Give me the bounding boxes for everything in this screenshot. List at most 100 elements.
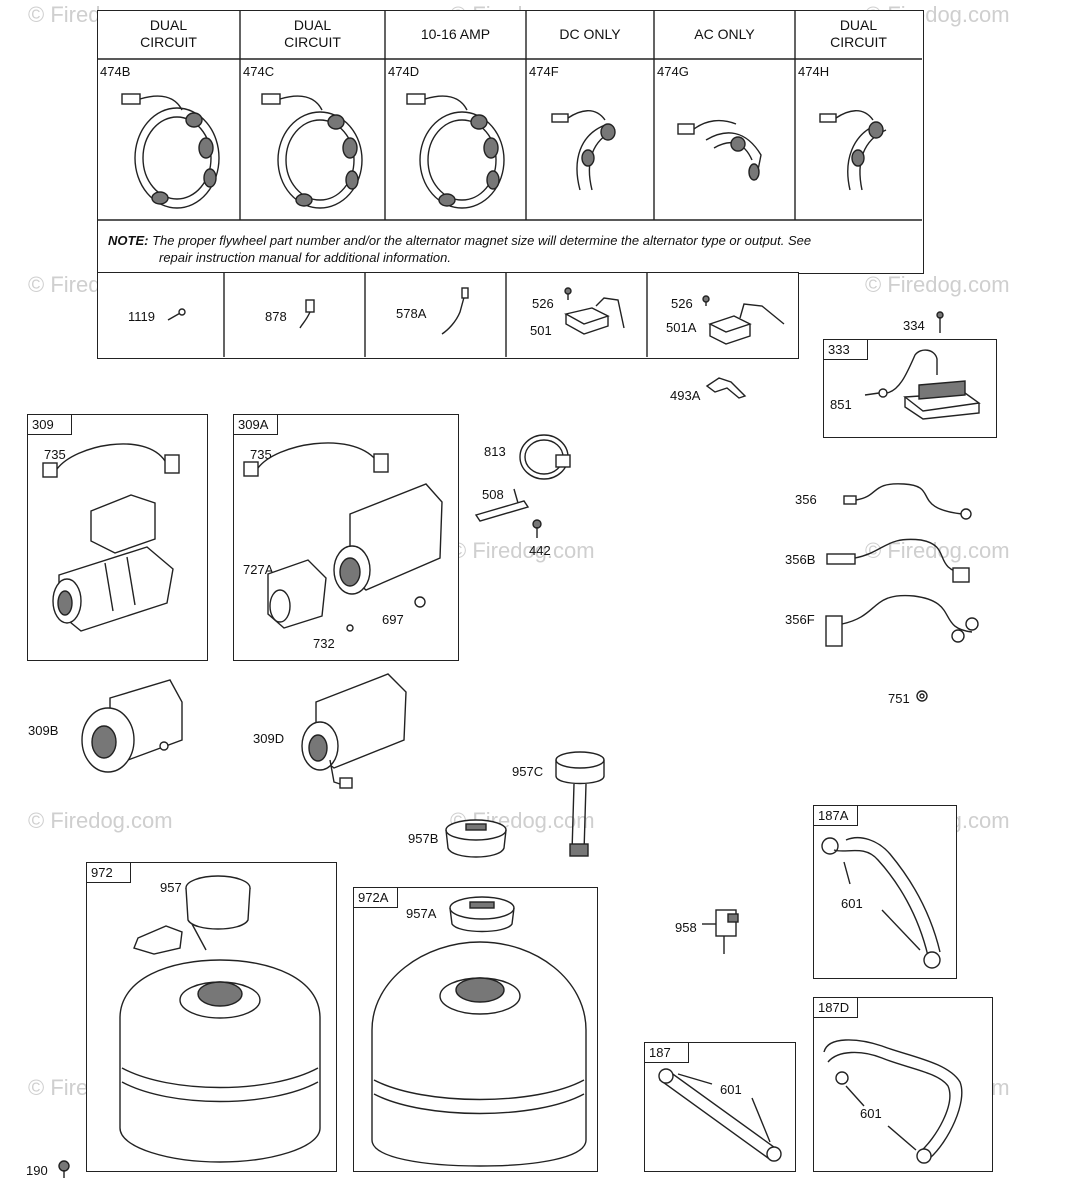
hose-clamp-illustration bbox=[519, 434, 571, 480]
part-number: 474F bbox=[529, 64, 559, 79]
part-number: 813 bbox=[484, 444, 506, 459]
box-tag: 309 bbox=[28, 415, 72, 435]
part-number: 957A bbox=[406, 906, 437, 921]
alternator-header: DUAL CIRCUIT bbox=[140, 17, 197, 50]
washer-illustration bbox=[916, 690, 928, 702]
box-tag: 187 bbox=[645, 1043, 689, 1063]
screw-illustration bbox=[532, 519, 542, 538]
part-number: 601 bbox=[860, 1106, 882, 1121]
part-number: 309D bbox=[253, 731, 285, 746]
fuel-cap-illustration bbox=[445, 819, 507, 858]
fuel-tank-illustration bbox=[119, 875, 321, 1163]
regulator-illustration bbox=[702, 295, 785, 345]
screw-illustration bbox=[58, 1160, 70, 1178]
part-number: 878 bbox=[265, 309, 287, 324]
part-number: 501A bbox=[666, 320, 697, 335]
part-number: 508 bbox=[482, 487, 504, 502]
part-number: 1119 bbox=[128, 309, 155, 324]
part-number: 356F bbox=[785, 612, 815, 627]
part-number: 474B bbox=[100, 64, 131, 79]
part-number: 735 bbox=[44, 447, 66, 462]
fuel-tank-illustration bbox=[371, 896, 587, 1167]
box-tag: 187A bbox=[814, 806, 858, 826]
part-number: 732 bbox=[313, 636, 335, 651]
box-tag: 972A bbox=[354, 888, 398, 908]
box-tag: 187D bbox=[814, 998, 858, 1018]
watermark: © Firedog.com bbox=[450, 538, 595, 563]
small-parts-strip bbox=[97, 272, 799, 359]
alternator-header: AC ONLY bbox=[694, 26, 755, 42]
box-tag: 309A bbox=[234, 415, 278, 435]
part-number: 526 bbox=[532, 296, 554, 311]
part-number: 526 bbox=[671, 296, 693, 311]
fuel-cap-gauge-illustration bbox=[555, 751, 605, 857]
alternator-header: DUAL CIRCUIT bbox=[284, 17, 341, 50]
regulator-illustration bbox=[564, 287, 625, 335]
alternator-note: NOTE: The proper flywheel part number an… bbox=[108, 232, 914, 266]
starter-motor-illustration bbox=[81, 679, 183, 773]
strap-illustration bbox=[474, 488, 530, 522]
terminal-illustration bbox=[299, 299, 315, 329]
box-tag: 972 bbox=[87, 863, 131, 883]
part-number: 474G bbox=[657, 64, 689, 79]
alternator-ring-illustration bbox=[406, 93, 505, 209]
part-number: 601 bbox=[841, 896, 863, 911]
part-number: 356B bbox=[785, 552, 816, 567]
lead-wire-illustration bbox=[441, 287, 469, 335]
part-number: 474C bbox=[243, 64, 275, 79]
alternator-arc-illustration bbox=[677, 119, 762, 181]
ignition-coil-illustration bbox=[864, 349, 981, 420]
starter-motor-illustration bbox=[42, 443, 180, 632]
part-number: 356 bbox=[795, 492, 817, 507]
watermark: © Firedog.com bbox=[865, 272, 1010, 297]
part-number: 697 bbox=[382, 612, 404, 627]
alternator-arc-illustration bbox=[551, 110, 616, 191]
note-text: The proper flywheel part number and/or t… bbox=[152, 233, 812, 248]
part-number: 957 bbox=[160, 880, 182, 895]
electric-starter-illustration bbox=[301, 673, 407, 789]
part-number: 309B bbox=[28, 723, 59, 738]
alternator-header: DC ONLY bbox=[559, 26, 621, 42]
part-number: 474H bbox=[798, 64, 830, 79]
alternator-grid bbox=[97, 10, 922, 221]
wire-harness-illustration bbox=[826, 538, 970, 583]
part-number: 442 bbox=[529, 543, 551, 558]
part-number: 957C bbox=[512, 764, 544, 779]
part-number: 578A bbox=[396, 306, 427, 321]
part-number: 501 bbox=[530, 323, 552, 338]
small-parts-grid bbox=[223, 272, 648, 357]
part-number: 601 bbox=[720, 1082, 742, 1097]
fuel-shutoff-valve-illustration bbox=[702, 909, 739, 954]
alternator-arc-illustration bbox=[819, 110, 887, 191]
part-number: 727A bbox=[243, 562, 274, 577]
fuel-line-illustration bbox=[658, 1068, 782, 1162]
alternator-table bbox=[97, 10, 924, 274]
note-label: NOTE: bbox=[108, 233, 149, 248]
fuel-line-illustration bbox=[823, 1039, 963, 1164]
ignition-coil-box: 333 bbox=[823, 339, 997, 438]
electric-starter-illustration bbox=[243, 442, 443, 632]
watermark: © Firedog.com bbox=[28, 808, 173, 833]
screw-illustration bbox=[936, 311, 944, 333]
part-number: 958 bbox=[675, 920, 697, 935]
part-number: 957B bbox=[408, 831, 439, 846]
wire-harness-illustration bbox=[843, 483, 972, 520]
alternator-ring-illustration bbox=[261, 93, 363, 209]
fuel-line-illustration bbox=[821, 836, 941, 969]
bracket-illustration bbox=[705, 377, 747, 399]
box-tag: 333 bbox=[824, 340, 868, 360]
part-number: 851 bbox=[830, 397, 852, 412]
alternator-header: 10-16 AMP bbox=[420, 26, 491, 42]
note-text: repair instruction manual for additional… bbox=[159, 250, 451, 265]
part-number: 334 bbox=[903, 318, 925, 333]
screw-illustration bbox=[167, 308, 186, 321]
fuel-line-box-187A: 187A bbox=[813, 805, 957, 979]
part-number: 190 bbox=[26, 1163, 48, 1178]
alternator-ring-illustration bbox=[121, 93, 220, 209]
part-number: 474D bbox=[388, 64, 420, 79]
part-number: 751 bbox=[888, 691, 910, 706]
wire-harness-illustration bbox=[825, 594, 979, 647]
alternator-header: DUAL CIRCUIT bbox=[830, 17, 887, 50]
part-number: 735 bbox=[250, 447, 272, 462]
part-number: 493A bbox=[670, 388, 701, 403]
